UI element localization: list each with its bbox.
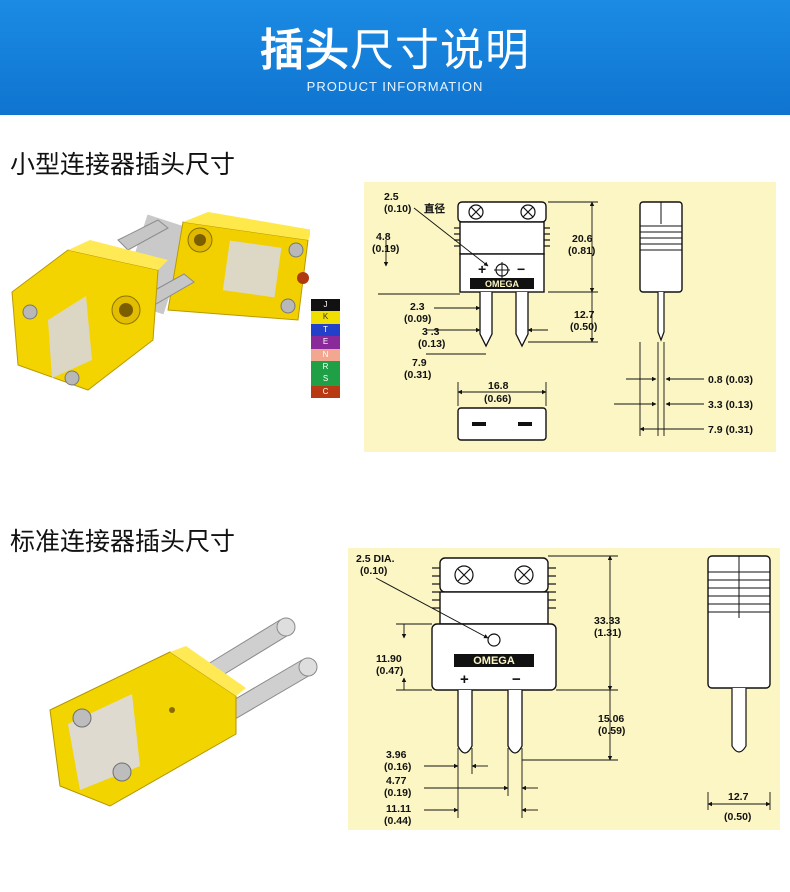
- standard-connector-photo: [49, 617, 318, 807]
- standard-brand-label: OMEGA: [473, 655, 515, 667]
- std-dim-overall-height-in: (1.31): [594, 627, 621, 639]
- mini-dim-side-1: 0.8 (0.03): [708, 374, 753, 386]
- color-code-s: S: [311, 373, 340, 386]
- mini-dim-pin-gap-in: (0.13): [418, 338, 445, 350]
- std-dim-pin-gap-in: (0.19): [384, 787, 411, 799]
- mini-dim-diameter: 2.5: [384, 191, 399, 203]
- section-title-mini: 小型连接器插头尺寸: [10, 150, 236, 179]
- std-dim-side-width-in: (0.50): [724, 811, 751, 823]
- mini-dim-pin-length: 12.7: [574, 309, 595, 321]
- mini-dim-body-height-in: (0.81): [568, 245, 595, 257]
- svg-text:+: +: [478, 261, 486, 277]
- color-code-e: E: [311, 336, 340, 349]
- std-dim-pin-width: 3.96: [386, 749, 407, 761]
- mini-dim-side-3: 7.9 (0.31): [708, 424, 753, 436]
- color-code-j: J: [311, 299, 340, 312]
- page-title: 插头尺寸说明: [0, 14, 790, 78]
- thermocouple-color-codes: J K T E N R S C: [311, 299, 340, 399]
- std-dim-diameter-in: (0.10): [360, 565, 387, 577]
- mini-dimension-drawing: + − OMEGA 2.5: [364, 182, 776, 452]
- mini-dim-offset-in: (0.19): [372, 243, 399, 255]
- std-dim-pin-length: 15.06: [598, 713, 624, 725]
- color-code-k: K: [311, 311, 340, 324]
- mini-dim-pin-gap: 3 .3: [422, 326, 440, 338]
- color-code-t: T: [311, 323, 340, 337]
- mini-dim-pin-spacing-in: (0.31): [404, 369, 431, 381]
- page-title-bold: 插头: [260, 25, 350, 76]
- std-dim-pin-gap: 4.77: [386, 775, 407, 787]
- std-dim-pin-width-in: (0.16): [384, 761, 411, 773]
- std-dim-overall-height: 33.33: [594, 615, 620, 627]
- std-dim-side-width: 12.7: [728, 791, 749, 803]
- mini-brand-label: OMEGA: [485, 279, 520, 289]
- mini-dim-body-width: 16.8: [488, 380, 509, 392]
- mini-dim-body-width-in: (0.66): [484, 393, 511, 405]
- mini-dim-offset: 4.8: [376, 231, 391, 243]
- mini-dim-pin-spacing: 7.9: [412, 357, 427, 369]
- mini-dim-side-2: 3.3 (0.13): [708, 399, 753, 411]
- svg-text:+: +: [460, 671, 469, 688]
- mini-connector-photo: [11, 212, 310, 391]
- svg-text:−: −: [517, 261, 525, 277]
- standard-dimension-drawing: OMEGA + − 2.5 DIA. (0.10) 33.33 (1.31: [348, 548, 780, 830]
- color-code-c: C: [311, 385, 340, 399]
- mini-dim-pin-length-in: (0.50): [570, 321, 597, 333]
- std-dim-diameter: 2.5 DIA.: [356, 553, 395, 565]
- header-banner: 插头尺寸说明 PRODUCT INFORMATION: [0, 0, 790, 115]
- svg-text:−: −: [512, 671, 521, 688]
- mini-dim-diameter-in: (0.10): [384, 203, 411, 215]
- mini-connector-back: [119, 212, 310, 321]
- mini-dim-pin-width: 2.3: [410, 301, 425, 313]
- std-dim-lower-body: 11.90: [376, 653, 402, 665]
- mini-connector-front: [11, 240, 168, 391]
- mini-dim-pin-width-in: (0.09): [404, 313, 431, 325]
- std-dim-pin-length-in: (0.59): [598, 725, 625, 737]
- mini-dim-body-height: 20.6: [572, 233, 593, 245]
- std-dim-lower-body-in: (0.47): [376, 665, 403, 677]
- page-subtitle: PRODUCT INFORMATION: [306, 79, 484, 94]
- mini-dim-diameter-label: 直径: [424, 202, 445, 215]
- color-code-r: R: [311, 360, 340, 374]
- page-title-light: 尺寸说明: [350, 25, 530, 76]
- color-code-n: N: [311, 348, 340, 361]
- std-dim-pin-spacing-in: (0.44): [384, 815, 411, 827]
- std-dim-pin-spacing: 11.11: [386, 803, 411, 815]
- section-title-standard: 标准连接器插头尺寸: [10, 527, 236, 556]
